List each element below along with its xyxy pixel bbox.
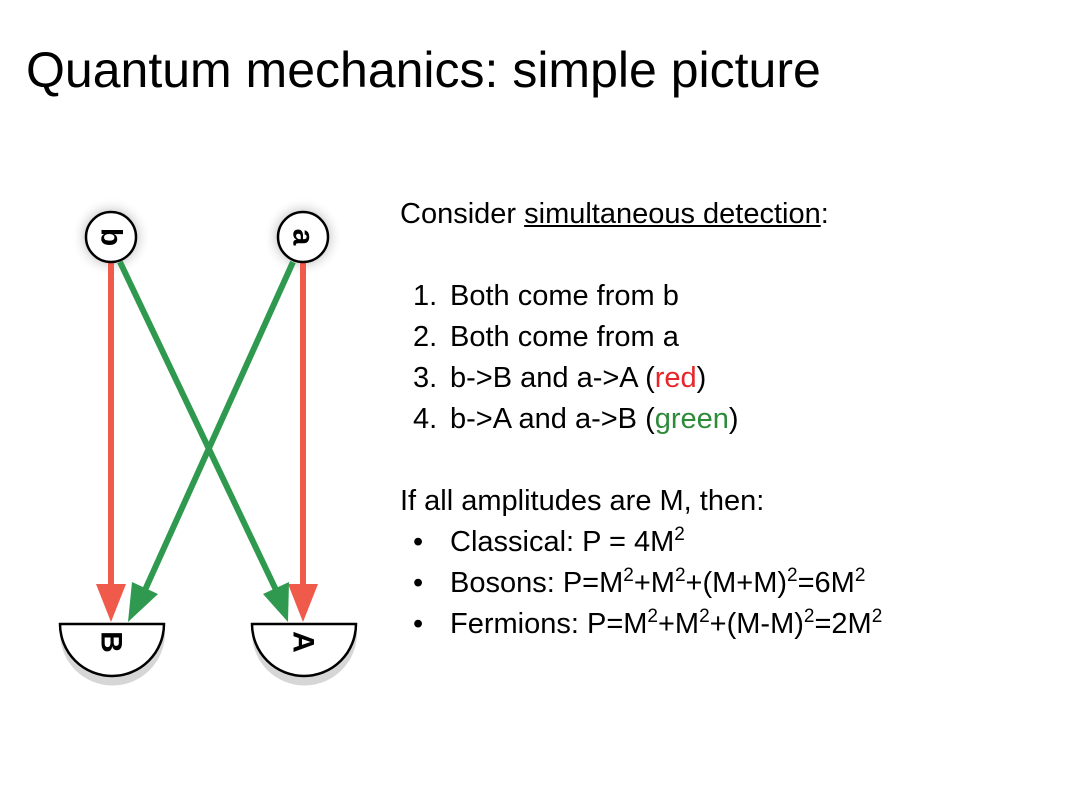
slide-text: Consider simultaneous detection: 1. Both… — [400, 194, 882, 645]
green-arrowhead-A — [263, 582, 289, 622]
superscript: 2 — [674, 565, 686, 586]
green-word: green — [654, 403, 729, 435]
superscript: 2 — [854, 565, 866, 586]
list-item-4: 4. b->A and a->B (green) — [400, 399, 882, 440]
superscript: 2 — [871, 606, 883, 627]
detector-B-label: B — [95, 631, 128, 653]
red-arrowhead-B — [96, 584, 126, 622]
detector-B: B — [58, 622, 166, 678]
red-word: red — [654, 362, 697, 394]
bullet-icon: • — [413, 608, 424, 640]
slide-title: Quantum mechanics: simple picture — [26, 42, 821, 98]
source-a: a — [276, 210, 330, 264]
list-text: b->B and a->A ( — [450, 362, 655, 394]
source-b-label: b — [95, 228, 128, 246]
superscript: 2 — [647, 606, 658, 627]
list-text: Both come from a — [450, 321, 679, 353]
red-arrowhead-A — [288, 584, 318, 622]
fermions-formula-part: +(M-M) — [709, 608, 804, 640]
intro-suffix: : — [820, 198, 829, 230]
bullet-bosons: • Bosons: P=M2+M2+(M+M)2=6M2 — [400, 563, 882, 604]
bosons-formula: Bosons: P=M — [450, 567, 624, 599]
green-arrowhead-B — [128, 582, 158, 622]
bullet-icon: • — [413, 526, 424, 558]
list-text: Both come from b — [450, 280, 679, 312]
classical-formula: Classical: P = 4M — [450, 526, 675, 558]
red-paths — [96, 262, 318, 622]
source-b: b — [84, 210, 138, 264]
intro-line: Consider simultaneous detection: — [400, 194, 882, 235]
superscript: 2 — [674, 524, 685, 545]
detector-A: A — [250, 622, 358, 678]
intro-underlined: simultaneous detection — [524, 198, 821, 230]
list-item-2: 2. Both come from a — [400, 317, 882, 358]
green-path-b-to-A — [117, 260, 279, 592]
green-path-a-to-B — [142, 260, 296, 592]
bosons-formula-part: +M — [633, 567, 675, 599]
superscript: 2 — [803, 606, 815, 627]
green-paths — [117, 260, 296, 622]
list-number: 4. — [413, 403, 438, 435]
list-item-3: 3. b->B and a->A (red) — [400, 358, 882, 399]
fermions-formula: Fermions: P=M — [450, 608, 648, 640]
list-text: b->A and a->B ( — [450, 403, 655, 435]
bosons-formula-part: +(M+M) — [685, 567, 788, 599]
bullet-icon: • — [413, 567, 424, 599]
list-number: 2. — [413, 321, 438, 353]
list-item-1: 1. Both come from b — [400, 276, 882, 317]
fermions-formula-part: +M — [658, 608, 700, 640]
list-number: 1. — [413, 280, 438, 312]
superscript: 2 — [699, 606, 710, 627]
superscript: 2 — [787, 565, 798, 586]
bullet-classical: • Classical: P = 4M2 — [400, 522, 882, 563]
detector-A-label: A — [287, 631, 320, 653]
fermions-formula-part: =2M — [814, 608, 872, 640]
list-text-suffix: ) — [728, 403, 739, 435]
condition-line: If all amplitudes are M, then: — [400, 485, 765, 517]
bosons-formula-part: =6M — [797, 567, 855, 599]
intro-prefix: Consider — [400, 198, 525, 230]
bullet-fermions: • Fermions: P=M2+M2+(M-M)2=2M2 — [400, 604, 882, 645]
list-number: 3. — [413, 362, 438, 394]
list-text-suffix: ) — [696, 362, 707, 394]
source-a-label: a — [287, 229, 320, 246]
superscript: 2 — [623, 565, 634, 586]
